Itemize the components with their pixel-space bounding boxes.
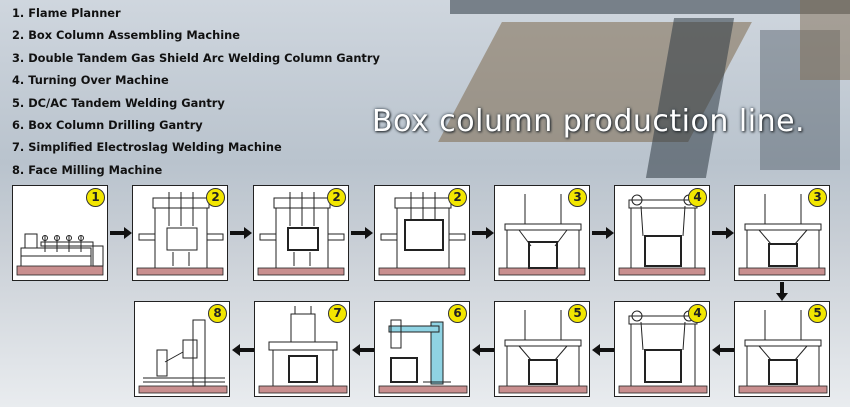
bg-wall [800,0,850,80]
step-item: 1. Flame Planner [12,6,121,20]
stage-turning-over-machine: 4 [614,185,710,281]
step-number-badge: 8 [208,304,227,323]
arrow-left-icon [232,344,254,356]
step-number-badge: 6 [448,304,467,323]
stage-flame-planner: 1 [12,185,108,281]
step-number-badge: 5 [808,304,827,323]
stage-assembling-machine: 2 [253,185,349,281]
arrow-right-icon [472,227,494,239]
step-item: 7. Simplified Electroslag Welding Machin… [12,140,282,155]
stage-welding-gantry: 5 [494,301,590,397]
drilling-gantry-drawing [378,319,468,394]
step-item: 8. Face Milling Machine [12,162,163,177]
step-item: 2. Box Column Assembling Machine [12,28,240,43]
stage-welding-gantry: 3 [734,185,830,281]
stage-welding-gantry: 5 [734,301,830,397]
arrow-right-icon [230,227,252,239]
step-item: 6. Box Column Drilling Gantry [12,117,203,132]
step-number-badge: 2 [206,188,225,207]
flame-planner-drawing [16,233,104,276]
assembling-machine-drawing [257,192,345,276]
arrow-right-icon [592,227,614,239]
stage-assembling-machine: 2 [374,185,470,281]
assembling-machine-drawing [136,192,224,276]
bg-roof [450,0,850,14]
step-number-badge: 5 [568,304,587,323]
step-number-badge: 2 [448,188,467,207]
face-milling-machine-drawing [138,319,228,394]
step-number-badge: 7 [328,304,347,323]
stage-welding-gantry: 3 [494,185,590,281]
step-number-badge: 1 [86,188,105,207]
stage-drilling-gantry: 6 [374,301,470,397]
arrow-left-icon [352,344,374,356]
step-number-badge: 3 [568,188,587,207]
arrow-down-icon [776,282,788,301]
step-number-badge: 4 [688,304,707,323]
step-number-badge: 3 [808,188,827,207]
step-item: 5. DC/AC Tandem Welding Gantry [12,95,225,110]
welding-gantry-drawing [738,310,828,394]
step-list: 1. Flame Planner 2. Box Column Assemblin… [12,2,380,181]
welding-gantry-drawing [498,310,588,394]
assembling-machine-drawing [378,192,466,276]
electroslag-welding-machine-drawing [258,306,348,394]
arrow-right-icon [712,227,734,239]
welding-gantry-drawing [498,194,586,276]
arrow-left-icon [472,344,494,356]
stage-face-milling-machine: 8 [134,301,230,397]
diagram-title: Box column production line. [372,104,806,139]
step-item: 4. Turning Over Machine [12,73,169,88]
arrow-left-icon [592,344,614,356]
arrow-right-icon [351,227,373,239]
arrow-right-icon [110,227,132,239]
arrow-left-icon [712,344,734,356]
stage-turning-over-machine: 4 [614,301,710,397]
stage-electroslag-welding-machine: 7 [254,301,350,397]
step-item: 3. Double Tandem Gas Shield Arc Welding … [12,50,380,65]
step-number-badge: 4 [688,188,707,207]
stage-assembling-machine: 2 [132,185,228,281]
welding-gantry-drawing [738,194,826,276]
step-number-badge: 2 [327,188,346,207]
